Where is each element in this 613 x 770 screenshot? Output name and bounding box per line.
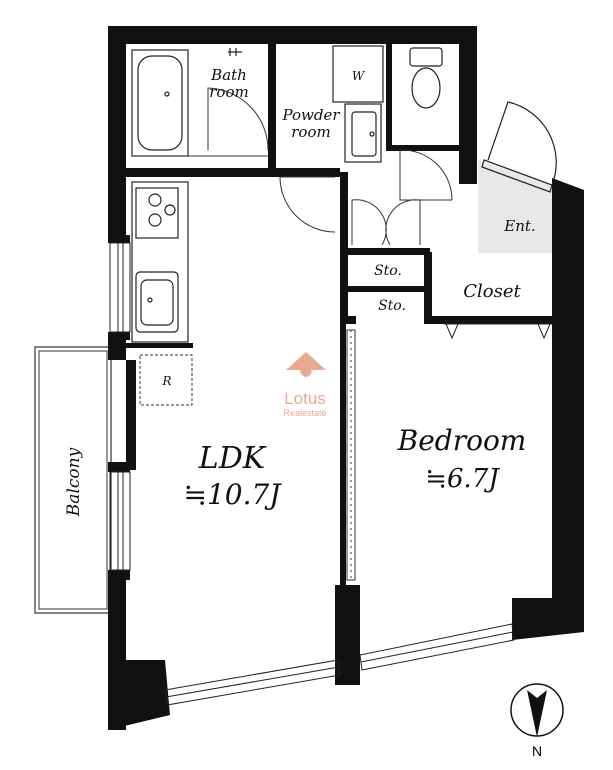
bath-label-2: room xyxy=(209,83,248,101)
partitions xyxy=(126,44,570,592)
north-arrow-icon: N xyxy=(510,683,564,759)
ldk-name: LDK xyxy=(198,441,267,476)
balcony-label: Balcony xyxy=(64,447,84,517)
fridge-space xyxy=(139,354,193,406)
bath-faucet-icon xyxy=(228,48,242,56)
walls xyxy=(108,26,584,730)
watermark: Lotus Realestate xyxy=(283,352,327,418)
entrance-door xyxy=(481,101,557,193)
bath-label-1: Bath xyxy=(210,66,247,84)
window-south xyxy=(164,623,515,706)
lotus-logo-icon xyxy=(286,352,326,377)
watermark-brand: Lotus xyxy=(284,389,326,408)
entrance-floor xyxy=(478,160,572,253)
fridge-label: R xyxy=(161,374,171,388)
washer-space xyxy=(332,45,384,103)
toilet-door-swing xyxy=(399,149,453,201)
closet-label: Closet xyxy=(463,281,521,302)
kitchen-counter xyxy=(131,181,189,343)
entrance-label: Ent. xyxy=(503,217,535,235)
bath-door-swing xyxy=(207,87,269,151)
bedroom-size: ≒6.7J xyxy=(425,464,500,494)
storage-door-swing xyxy=(351,199,421,246)
watermark-sub: Realestate xyxy=(283,408,326,418)
window-west xyxy=(109,242,131,571)
powder-door-swing xyxy=(279,176,336,233)
powder-label-1: Powder xyxy=(281,106,340,124)
bedroom-name: Bedroom xyxy=(397,424,527,457)
storage-lower-label: Sto. xyxy=(378,298,406,314)
washbasin xyxy=(344,103,382,163)
closet-rail xyxy=(444,323,552,340)
toilet xyxy=(409,47,443,109)
compass-label: N xyxy=(532,743,542,759)
powder-label-2: room xyxy=(291,123,330,141)
bathtub xyxy=(131,49,189,157)
ldk-size: ≒10.7J xyxy=(183,478,282,511)
washer-label: W xyxy=(352,69,366,83)
storage-upper-label: Sto. xyxy=(374,263,402,279)
bedroom-sliding-door xyxy=(346,329,356,581)
balcony xyxy=(34,346,112,614)
